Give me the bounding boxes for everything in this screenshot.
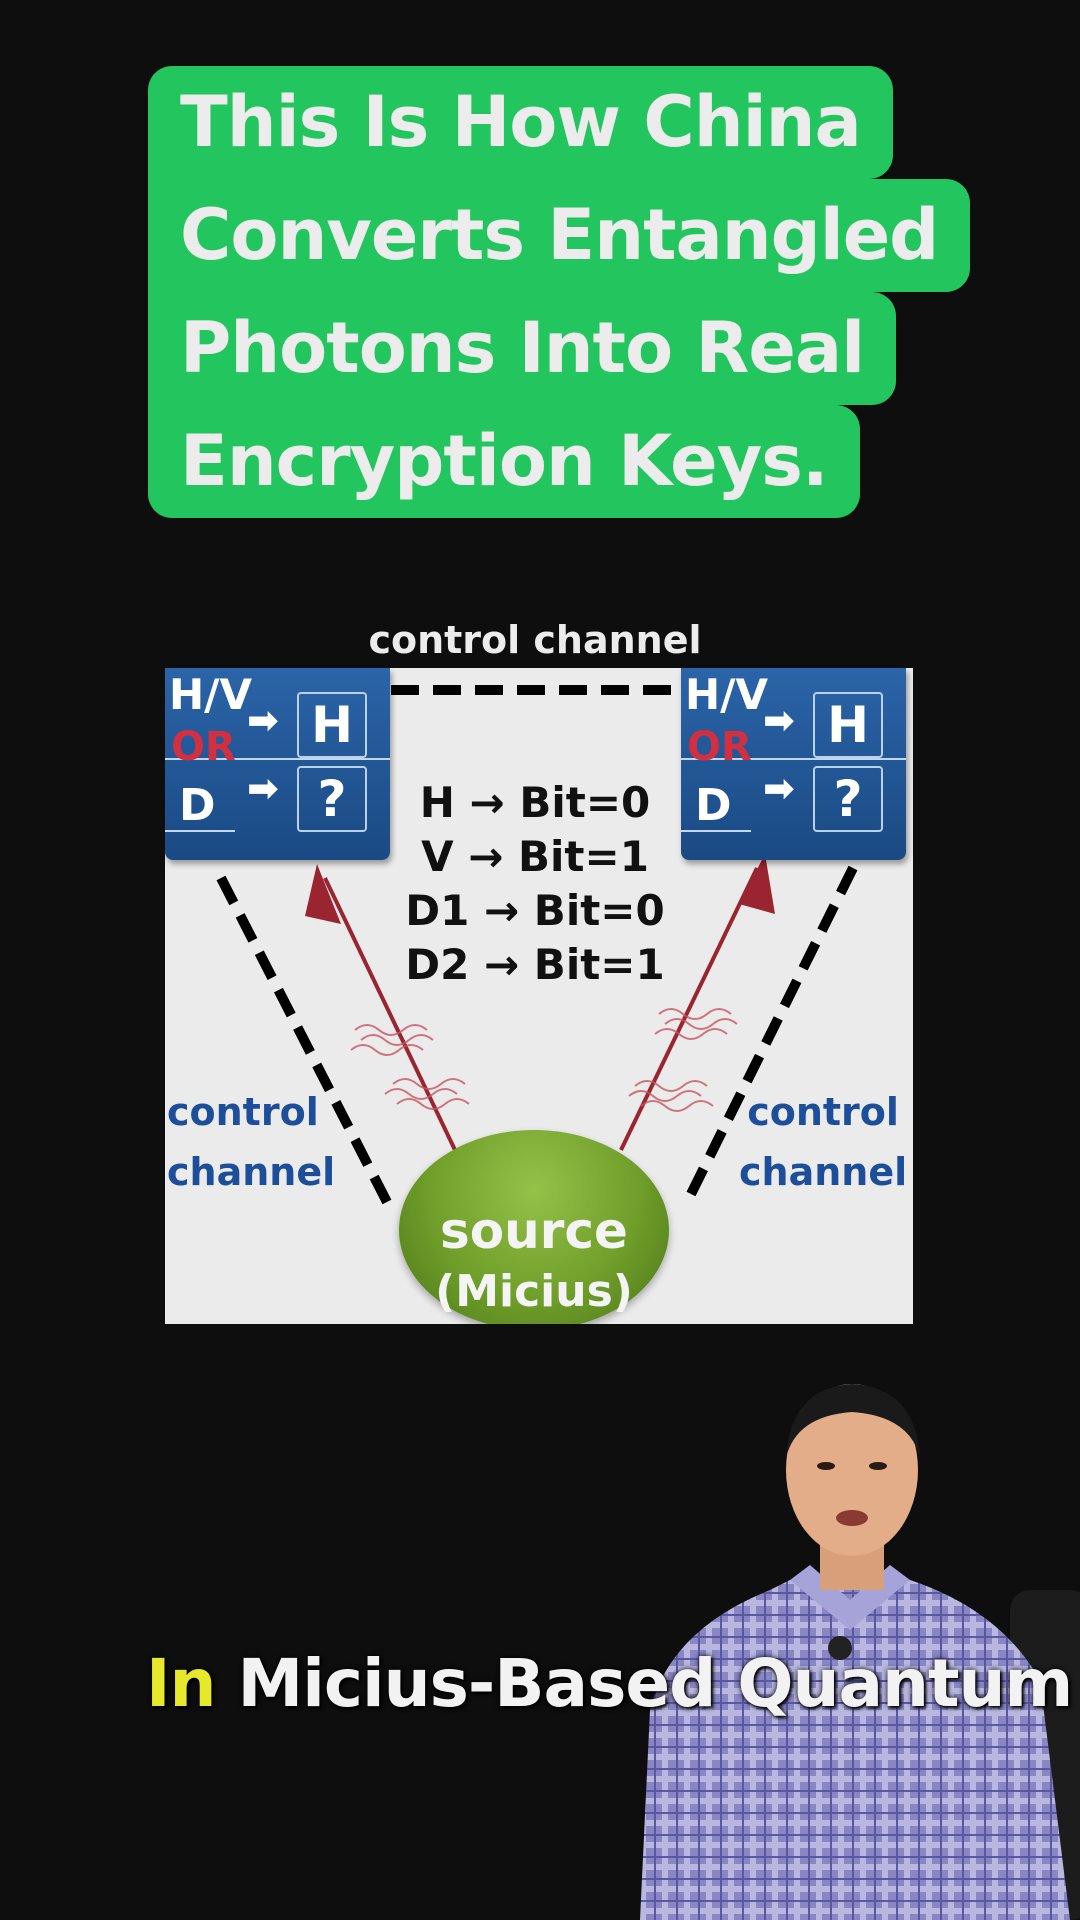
mapping-v: V → Bit=1 (421, 832, 649, 881)
title-line-4: Encryption Keys. (148, 405, 860, 518)
video-title: This Is How China Converts Entangled Pho… (148, 66, 971, 518)
left-photon-arrowhead (305, 864, 341, 924)
micius-source: source (Micius) (399, 1130, 669, 1324)
arrow-right-icon: ➡ (247, 698, 279, 742)
basis-hv-label: H/V (685, 670, 768, 719)
presenter-image (640, 1384, 1080, 1920)
result-h: H (813, 692, 883, 758)
caption-subtitle: In Micius-Based Quantum (146, 1645, 1074, 1722)
left-dashed-channel (216, 875, 394, 1209)
arrow-right-icon: ➡ (763, 698, 795, 742)
mapping-d1: D1 → Bit=0 (405, 886, 665, 935)
source-label: source (440, 1202, 628, 1260)
diagram-lines (216, 685, 858, 1209)
left-wave-packets (350, 1024, 470, 1110)
right-dashed-channel (684, 865, 858, 1201)
or-label: OR (171, 724, 236, 770)
basis-d-label: D (695, 780, 732, 831)
basis-d-label: D (179, 780, 216, 831)
right-wave-packets (628, 1008, 738, 1112)
divider (165, 758, 390, 760)
result-unknown: ? (297, 766, 367, 832)
arrow-right-icon: ➡ (247, 766, 279, 810)
result-unknown: ? (813, 766, 883, 832)
arrow-right-icon: ➡ (763, 766, 795, 810)
caption-highlight-word: In (146, 1645, 217, 1722)
or-label: OR (687, 724, 752, 770)
caption-text: Micius-Based Quantum (237, 1645, 1074, 1722)
divider (681, 758, 906, 760)
control-channel-top-label: control channel (368, 618, 702, 662)
left-control-channel-label: control channel (167, 1090, 336, 1194)
right-detector-box: H/V OR D ➡ ➡ H ? (681, 668, 906, 860)
mapping-h: H → Bit=0 (419, 778, 651, 827)
divider (681, 830, 751, 832)
result-h: H (297, 692, 367, 758)
left-photon-path (323, 877, 457, 1151)
left-detector-box: H/V OR D ➡ ➡ H ? (165, 668, 390, 860)
right-control-channel-label: control channel (739, 1090, 908, 1194)
divider (165, 830, 235, 832)
title-line-2: Converts Entangled (148, 179, 971, 292)
title-line-3: Photons Into Real (148, 292, 897, 405)
qkd-diagram: H/V OR D ➡ ➡ H ? H/V OR D ➡ ➡ H ? H → Bi… (165, 668, 913, 1324)
title-line-1: This Is How China (148, 66, 893, 179)
mapping-d2: D2 → Bit=1 (405, 940, 665, 989)
bit-mapping: H → Bit=0 V → Bit=1 D1 → Bit=0 D2 → Bit=… (395, 776, 675, 992)
basis-hv-label: H/V (169, 670, 252, 719)
right-photon-arrowhead (739, 854, 775, 914)
source-name: (Micius) (435, 1266, 633, 1317)
